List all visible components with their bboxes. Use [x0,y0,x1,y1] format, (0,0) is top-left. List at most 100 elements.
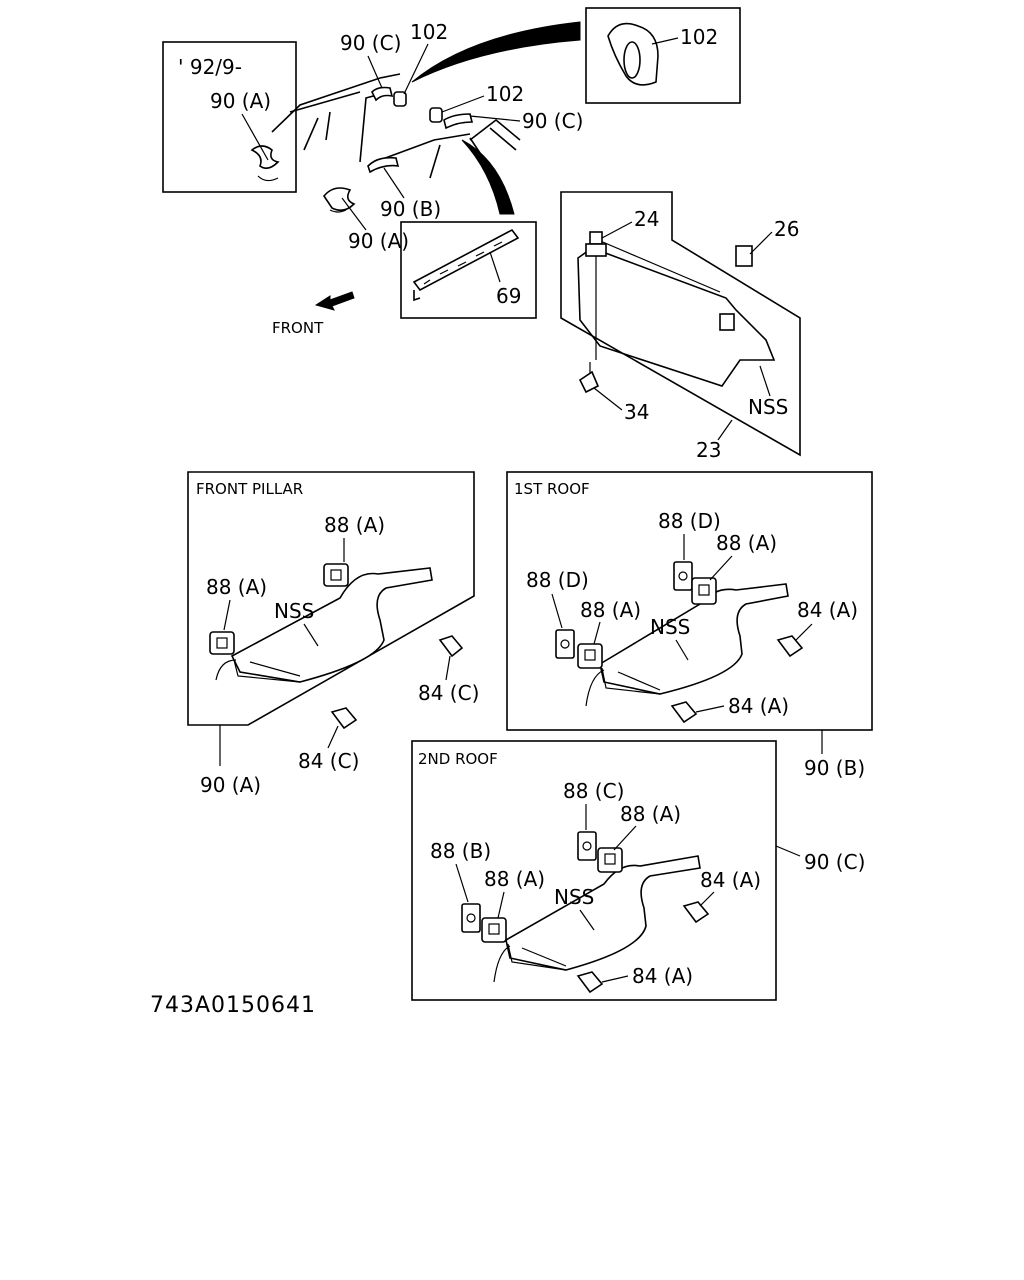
leader-line [593,387,623,411]
1r-label-84a-right: 84 (A) [797,598,858,622]
clip-102-detail [607,22,659,86]
label-90c-2: 90 (C) [522,109,583,133]
fp-label-88a-top: 88 (A) [324,513,385,537]
2r-label-88c: 88 (C) [563,779,624,803]
2r-label-84a-bottom: 84 (A) [632,964,693,988]
leader-line [579,909,595,931]
2r-label-88b: 88 (B) [430,839,491,863]
sun-visor [577,239,776,387]
leader-line [223,599,231,631]
leader-line [717,419,733,441]
label-24: 24 [634,207,659,231]
label-23: 23 [696,438,721,462]
label-69: 69 [496,284,521,308]
2r-label-88a-left: 88 (A) [484,867,545,891]
leader-line [675,639,689,661]
screw-84a-right-2r [682,901,710,924]
label-visor-nss: NSS [748,395,788,419]
leader-line [695,705,725,713]
1r-label-88d-left: 88 (D) [526,568,589,592]
fp-label-84c-bottom: 84 (C) [298,749,359,773]
clip-90b [367,156,400,174]
label-90b: 90 (B) [380,197,441,221]
leader-line [403,43,429,95]
leader-line [759,365,771,397]
leader-line [593,621,601,645]
diagram-code: 743A0150641 [150,993,316,1018]
leader-line [441,95,485,113]
2r-label-90c: 90 (C) [804,850,865,874]
screw-84a-bottom-2r [576,971,604,994]
leader-line [241,113,269,161]
inset-90a-label: 90 (A) [210,89,271,113]
leader-line [383,167,405,199]
clip-90a-inset [250,145,280,182]
inset-box-69 [400,221,537,319]
label-102-1: 102 [410,20,448,44]
screw-84a-right-1r [776,635,804,658]
screw-84a-bottom-1r [670,701,698,724]
clip-88c-2r [577,831,597,861]
label-90a: 90 (A) [348,229,409,253]
inset-box-102 [585,7,741,104]
grab-handle-front-pillar [215,567,433,683]
screw-84c-right-fp [438,635,464,658]
clip-88d-left-1r [555,629,575,659]
2r-label-nss: NSS [554,885,594,909]
clip-88a-top-2r [597,847,623,873]
leader-line [601,975,629,983]
label-102-3: 102 [680,25,718,49]
front-label: FRONT [272,319,324,337]
label-34: 34 [624,400,649,424]
fp-label-88a-left: 88 (A) [206,575,267,599]
leader-line [749,231,773,255]
2r-label-84a-right: 84 (A) [700,868,761,892]
clip-88a-left-1r [577,643,603,669]
first-roof-box [506,471,873,731]
leader-line [327,725,339,749]
bolt-24 [585,231,607,360]
clip-88a-top-fp [323,563,349,587]
visor-section-outline [560,191,801,457]
clip-88d-top-1r [673,561,693,591]
clip-88a-left-fp [209,631,235,655]
leader-line [613,825,637,851]
screw-34 [578,362,600,394]
zoom-swoosh-69 [461,139,515,215]
1r-label-84a-bottom: 84 (A) [728,694,789,718]
leader-line [601,221,633,239]
leader-line [775,845,801,857]
1r-label-88d-top: 88 (D) [658,509,721,533]
leader-line [497,891,505,919]
inset-date-label: ' 92/9- [178,55,242,79]
leader-line [367,55,383,89]
grab-handle-first-roof [585,583,789,707]
1r-label-88a-top: 88 (A) [716,531,777,555]
leader-line [455,863,469,903]
front-arrow-icon [314,291,355,311]
1r-label-88a-left: 88 (A) [580,598,641,622]
clip-90c-top [371,86,474,130]
screw-84c-bottom-fp [330,707,358,730]
fp-label-84c-right: 84 (C) [418,681,479,705]
clip-90a [323,187,356,213]
leader-line [709,555,733,581]
first-roof-title: 1ST ROOF [514,480,590,498]
1r-label-nss: NSS [650,615,690,639]
zoom-swoosh-102 [411,21,581,83]
fp-label-90a: 90 (A) [200,773,261,797]
second-roof-title: 2ND ROOF [418,750,498,768]
leader-line [445,655,451,681]
1r-label-90b: 90 (B) [804,756,865,780]
second-roof-box [411,740,777,1001]
clip-88a-left-2r [481,917,507,943]
leader-line [651,37,679,45]
leader-line [469,115,521,122]
part-69-strip [412,228,520,302]
fp-label-nss: NSS [274,599,314,623]
label-26: 26 [774,217,799,241]
leader-line [303,623,319,647]
leader-line [699,891,715,907]
clip-88b-2r [461,903,481,933]
